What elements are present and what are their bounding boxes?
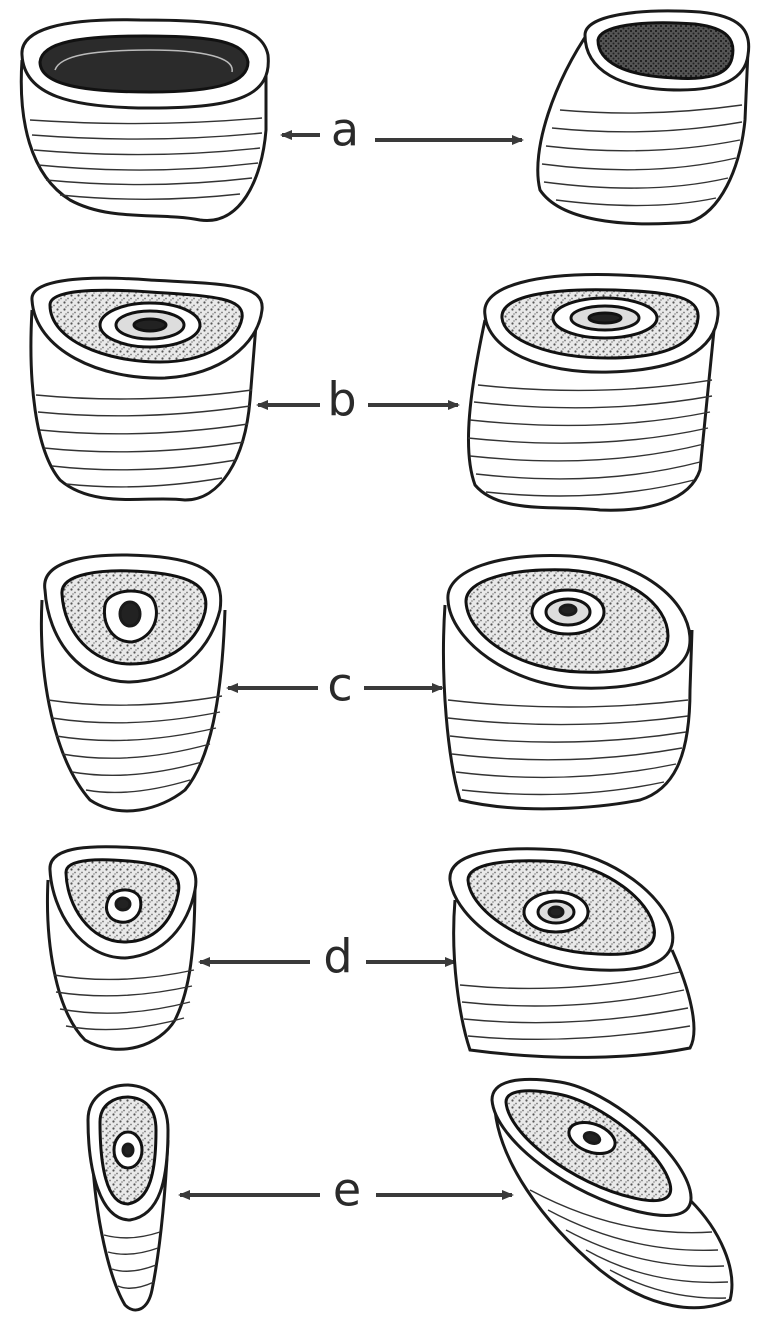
row-c: c	[41, 555, 692, 811]
label-b: b	[327, 373, 356, 427]
specimen-a-right	[538, 11, 749, 224]
row-b: b	[31, 275, 718, 511]
row-e: e	[88, 1079, 732, 1310]
label-c: c	[327, 658, 352, 712]
specimen-e-right	[492, 1079, 732, 1307]
specimen-e-left	[88, 1085, 168, 1310]
specimen-d-right	[450, 849, 694, 1058]
row-d: d	[47, 847, 693, 1058]
specimen-d-left	[47, 847, 195, 1050]
specimen-a-left	[21, 20, 268, 221]
specimen-c-left	[41, 555, 225, 811]
specimen-b-left	[31, 278, 262, 500]
row-a: a	[21, 11, 748, 224]
specimen-c-right	[443, 555, 692, 808]
label-a: a	[331, 103, 359, 157]
label-e: e	[333, 1163, 361, 1217]
label-d: d	[323, 930, 352, 984]
specimen-b-right	[468, 275, 718, 511]
